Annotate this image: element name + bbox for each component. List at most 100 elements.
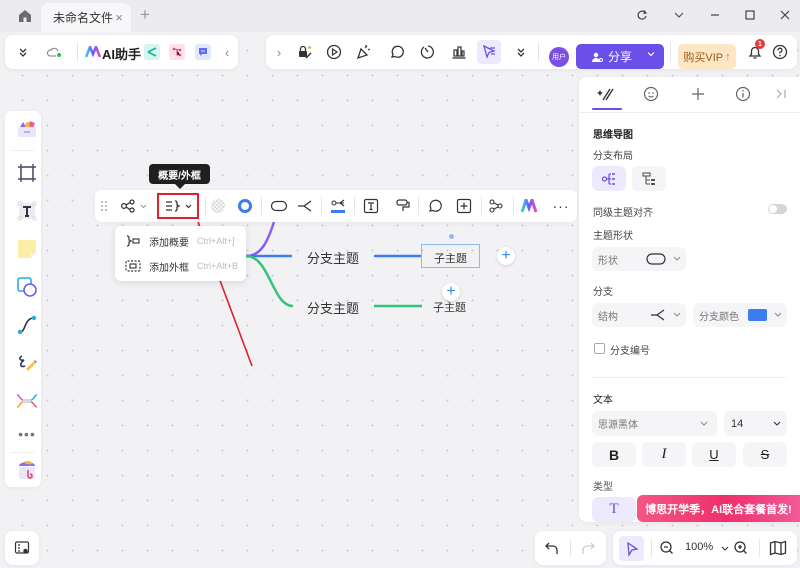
select-pointer-icon[interactable] bbox=[477, 40, 501, 64]
relation-icon[interactable] bbox=[487, 198, 505, 214]
mindmap-icon[interactable] bbox=[13, 387, 41, 415]
minimize-icon[interactable] bbox=[705, 6, 725, 24]
minimap-icon[interactable] bbox=[769, 540, 787, 556]
comment-icon[interactable] bbox=[388, 43, 406, 61]
zoom-in-icon[interactable] bbox=[733, 540, 749, 556]
lock-edit-icon[interactable] bbox=[296, 43, 314, 61]
chevron-down-icon[interactable] bbox=[669, 6, 689, 24]
add-icon[interactable] bbox=[689, 85, 707, 103]
zoom-level[interactable]: 100% bbox=[685, 541, 714, 553]
play-icon[interactable] bbox=[325, 43, 343, 61]
ai-assistant-button[interactable]: AI助手 bbox=[102, 47, 142, 62]
more-icon[interactable]: ··· bbox=[552, 198, 570, 214]
tab-close-icon[interactable]: × bbox=[115, 10, 123, 25]
timer-icon[interactable] bbox=[419, 43, 437, 61]
fill-icon[interactable] bbox=[209, 198, 227, 214]
redo-icon[interactable] bbox=[579, 540, 597, 556]
type-text-option[interactable]: T bbox=[592, 497, 636, 522]
add-summary-item[interactable]: 添加概要 Ctrl+Alt+] bbox=[125, 232, 235, 250]
style-icon[interactable] bbox=[595, 85, 617, 103]
collapse-panel-icon[interactable] bbox=[773, 85, 789, 103]
summary-frame-dropdown: 添加概要 Ctrl+Alt+] 添加外框 Ctrl+Alt+B bbox=[115, 226, 246, 281]
buy-vip-button[interactable]: 购买VIP ↑ bbox=[678, 44, 736, 69]
undo-icon[interactable] bbox=[543, 540, 561, 556]
share-dropdown-icon[interactable] bbox=[646, 49, 656, 62]
text-icon[interactable] bbox=[13, 197, 41, 225]
connector-icon[interactable] bbox=[13, 311, 41, 339]
templates-icon[interactable] bbox=[13, 115, 41, 143]
add-child-icon[interactable]: + bbox=[497, 247, 515, 265]
frame-icon[interactable] bbox=[13, 159, 41, 187]
chevrons-down-icon[interactable] bbox=[15, 44, 31, 60]
celebrate-icon[interactable] bbox=[355, 43, 373, 61]
comment-icon[interactable] bbox=[426, 198, 444, 214]
branch-structure-select[interactable]: 结构 bbox=[592, 303, 686, 327]
insert-icon[interactable] bbox=[455, 198, 473, 214]
text-section-title: 文本 bbox=[593, 395, 613, 406]
more-tools-icon[interactable]: ••• bbox=[18, 426, 36, 442]
add-sibling-icon[interactable]: + bbox=[442, 283, 460, 301]
layout-right-option[interactable] bbox=[592, 166, 626, 191]
ai-icon[interactable] bbox=[519, 198, 539, 214]
plugins-icon[interactable] bbox=[13, 457, 41, 485]
branch-color-select[interactable]: 分支颜色 bbox=[693, 303, 787, 327]
border-color-icon[interactable] bbox=[236, 198, 254, 214]
more-tools-icon[interactable] bbox=[514, 44, 528, 60]
notification-bell-icon[interactable]: 1 bbox=[746, 39, 765, 61]
chart-icon[interactable] bbox=[450, 43, 468, 61]
subtopic-2-label[interactable]: 子主题 bbox=[433, 302, 466, 314]
sticky-note-icon[interactable] bbox=[13, 235, 41, 263]
share-button[interactable]: 分享 bbox=[576, 44, 664, 69]
shape-icon[interactable] bbox=[269, 198, 289, 214]
branch-color-icon[interactable] bbox=[329, 196, 347, 216]
select-mode-icon[interactable] bbox=[619, 536, 644, 561]
text-style-icon[interactable] bbox=[362, 198, 380, 214]
flowchart-app-icon[interactable] bbox=[169, 44, 185, 60]
branch-number-checkbox[interactable] bbox=[594, 343, 605, 354]
strikethrough-button[interactable]: S bbox=[743, 442, 787, 467]
promo-banner[interactable]: 博思开学季，AI联合套餐首发! bbox=[637, 495, 800, 522]
layers-info-icon[interactable] bbox=[14, 540, 30, 556]
pen-icon[interactable] bbox=[13, 349, 41, 377]
info-icon[interactable] bbox=[734, 85, 752, 103]
font-size-select[interactable]: 14 bbox=[724, 411, 787, 436]
drag-handle-icon[interactable] bbox=[99, 198, 109, 214]
title-bar: 未命名文件 × + bbox=[0, 0, 800, 32]
top-left-toolbar: AI助手 ‹ bbox=[5, 35, 238, 69]
layout-tree-option[interactable] bbox=[632, 166, 666, 191]
summary-frame-icon[interactable] bbox=[161, 196, 197, 216]
shape-icon[interactable] bbox=[13, 273, 41, 301]
scroll-left-icon[interactable]: ‹ bbox=[224, 44, 230, 60]
italic-button[interactable]: I bbox=[642, 442, 686, 467]
chevron-down-icon bbox=[700, 421, 708, 426]
chat-app-icon[interactable] bbox=[195, 44, 211, 60]
file-tab[interactable]: 未命名文件 × bbox=[41, 3, 131, 32]
scroll-right-icon[interactable]: › bbox=[276, 44, 282, 60]
undo-redo-panel bbox=[535, 531, 606, 565]
close-window-icon[interactable] bbox=[775, 6, 795, 24]
drag-handle[interactable] bbox=[449, 234, 454, 239]
sibling-align-toggle[interactable] bbox=[768, 204, 787, 214]
bold-button[interactable]: B bbox=[592, 442, 636, 467]
branch-topic-1[interactable]: 分支主题 bbox=[307, 251, 360, 266]
help-icon[interactable] bbox=[771, 43, 789, 61]
new-tab-button[interactable]: + bbox=[140, 5, 150, 24]
refresh-icon[interactable] bbox=[632, 6, 652, 24]
topic-shape-select[interactable]: 形状 bbox=[592, 247, 686, 271]
cloud-sync-icon[interactable] bbox=[45, 44, 65, 60]
branch-topic-2[interactable]: 分支主题 bbox=[307, 301, 360, 316]
underline-button[interactable]: U bbox=[692, 442, 736, 467]
layout-icon[interactable] bbox=[119, 198, 151, 214]
zoom-out-icon[interactable] bbox=[659, 540, 675, 556]
zoom-dropdown-icon[interactable] bbox=[721, 546, 729, 552]
mindmap-app-icon[interactable] bbox=[144, 44, 160, 60]
add-frame-item[interactable]: 添加外框 Ctrl+Alt+B bbox=[125, 257, 238, 275]
font-family-select[interactable]: 思源黑体 bbox=[592, 411, 717, 436]
format-painter-icon[interactable] bbox=[394, 198, 412, 214]
branch-structure-icon[interactable] bbox=[296, 198, 314, 214]
avatar[interactable]: 用户 bbox=[549, 47, 569, 67]
emoji-icon[interactable] bbox=[642, 85, 660, 103]
subtopic-1-selected[interactable]: 子主题 bbox=[421, 244, 480, 268]
home-icon[interactable] bbox=[16, 7, 34, 25]
maximize-icon[interactable] bbox=[740, 6, 760, 24]
